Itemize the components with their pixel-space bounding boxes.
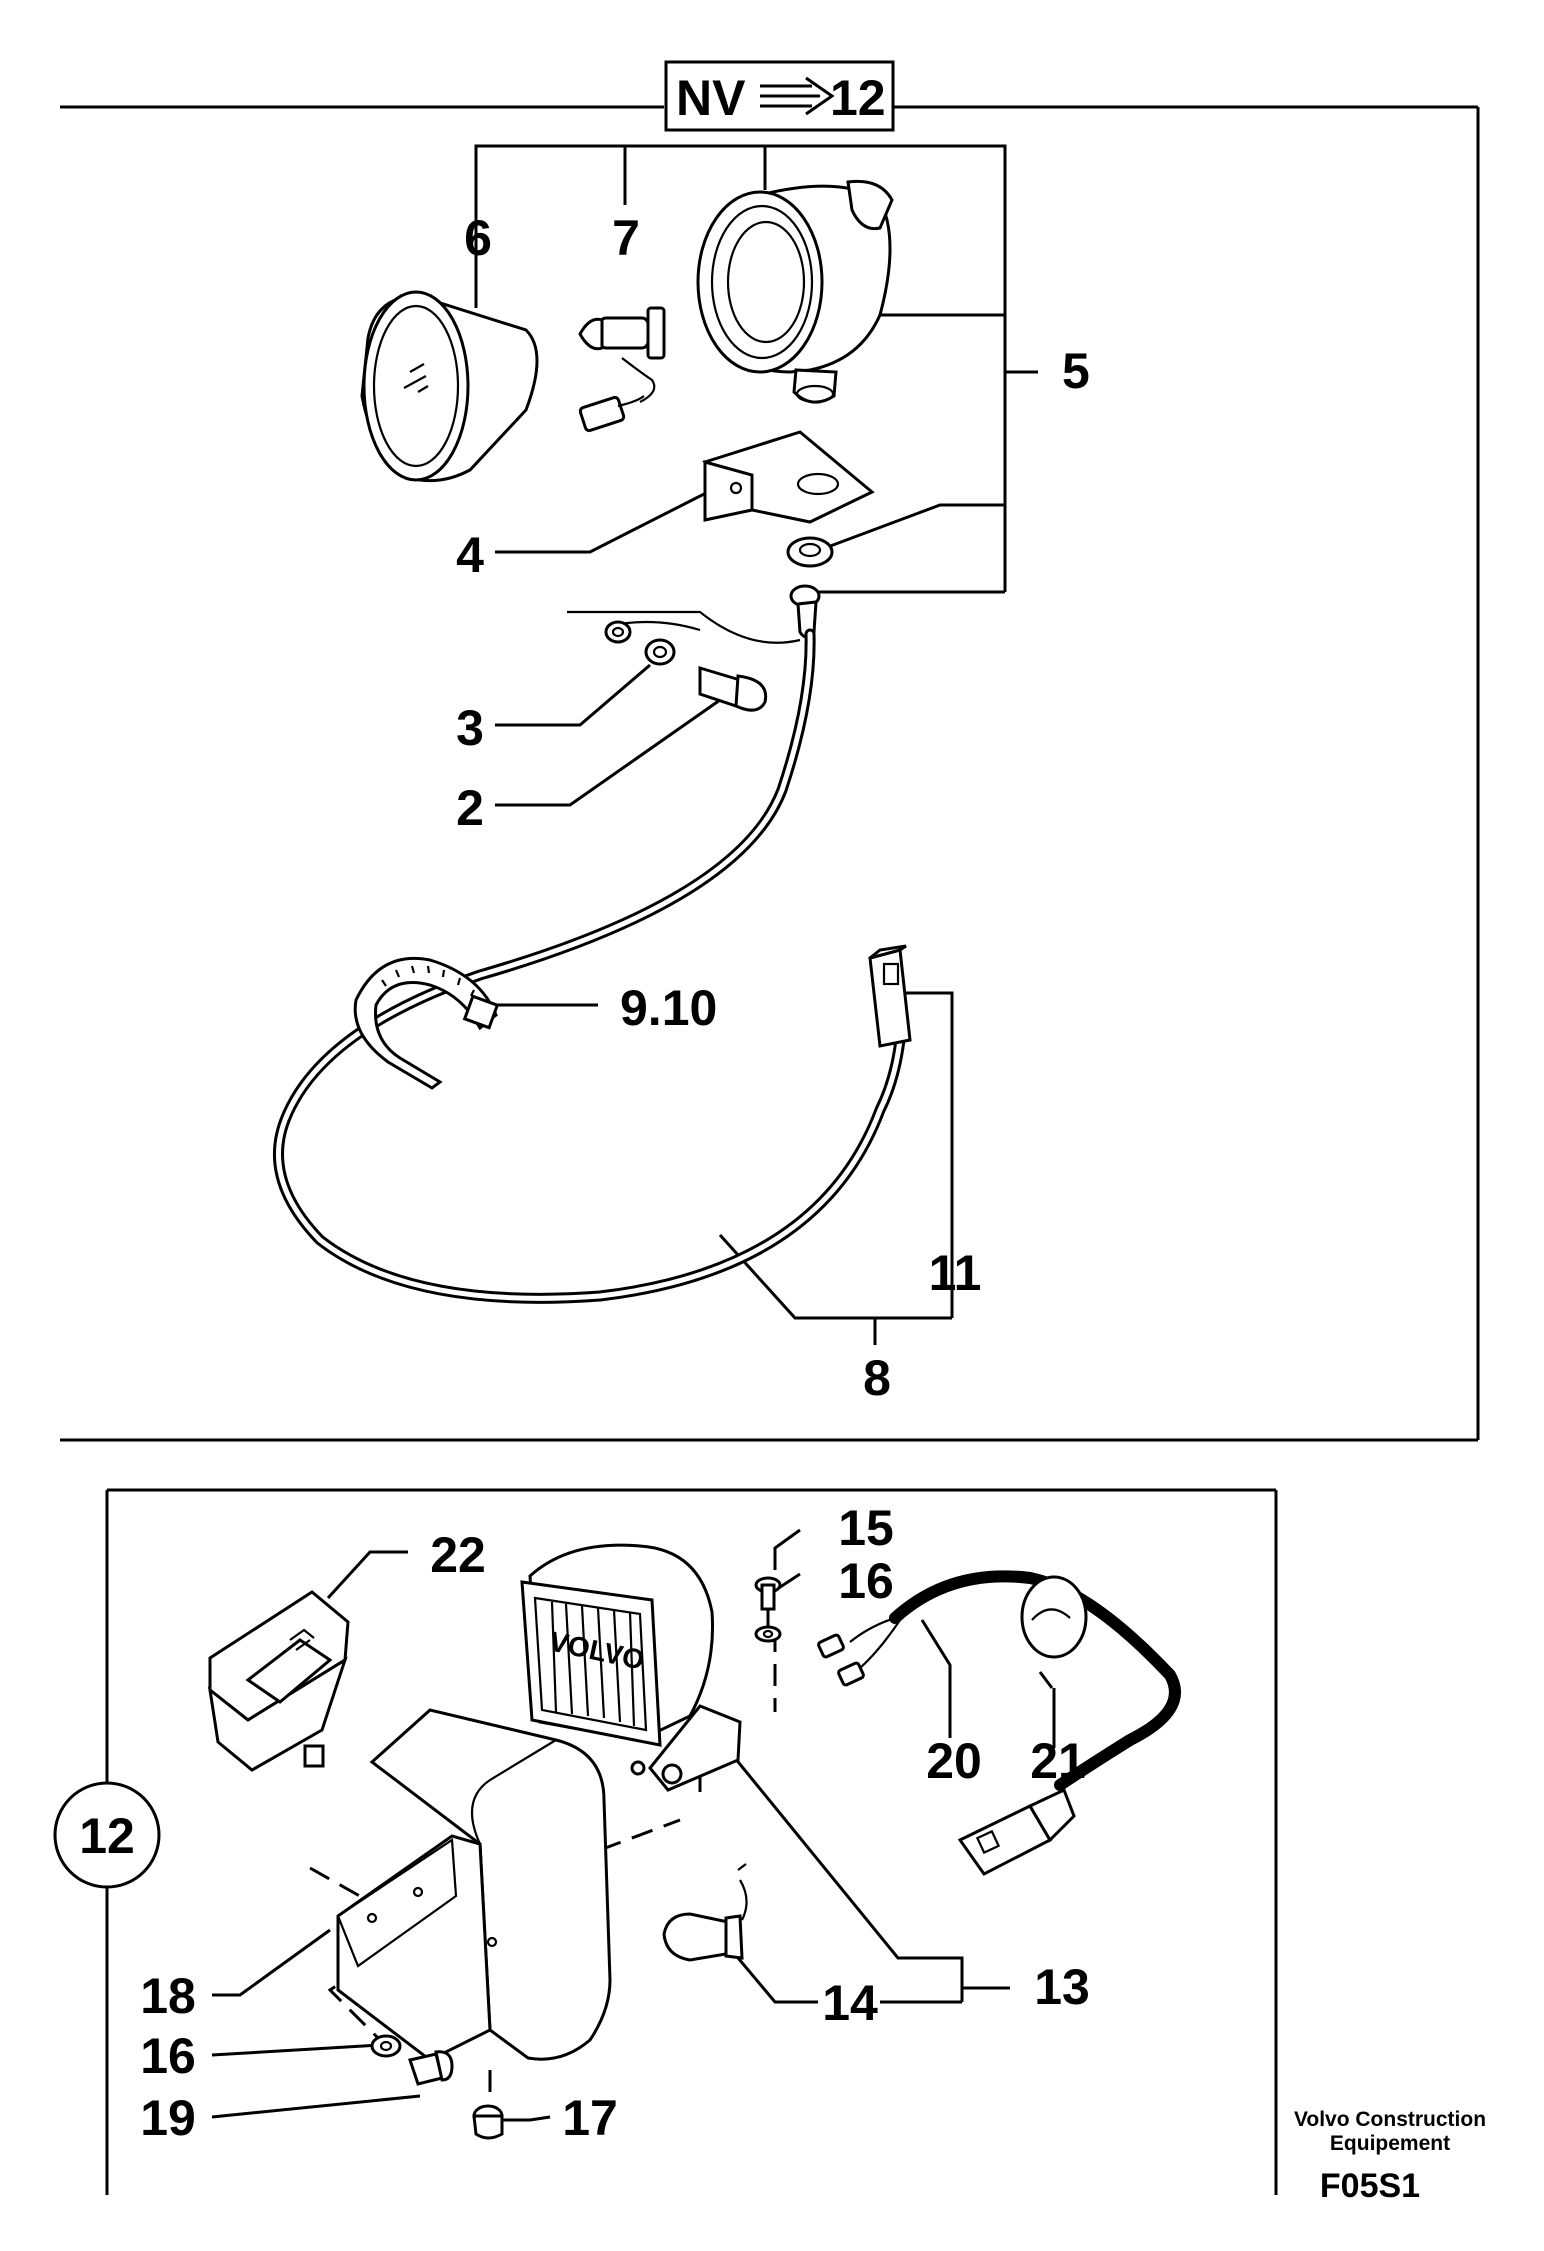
nut-part [786, 536, 834, 568]
drawing-code: F05S1 [1320, 2167, 1420, 2205]
small-bolt-part [754, 1576, 782, 1611]
lens-cone-part [360, 290, 539, 483]
callout-2: 2 [456, 780, 484, 836]
callout-13: 13 [1034, 1959, 1090, 2015]
work-lamp-part: VOLVO [520, 1543, 742, 1792]
wiring-loom-part [817, 1570, 1181, 1876]
panel-number-circle: 12 [53, 1781, 161, 1889]
callout-14: 14 [822, 1975, 878, 2031]
callout-17: 17 [562, 2090, 618, 2146]
callout-9-10: 9.10 [620, 980, 717, 1036]
lamp-housing-part [696, 179, 894, 404]
grommet-part [789, 584, 821, 639]
callout-3: 3 [456, 700, 484, 756]
callout-20: 20 [926, 1733, 982, 1789]
cable-harness-part [273, 628, 906, 1304]
top-leader-lines [470, 144, 1038, 1345]
bulb-part [578, 306, 666, 433]
lock-nut-part [472, 2104, 504, 2140]
top-panel-frame [60, 105, 1480, 1442]
callout-6: 6 [464, 210, 492, 266]
callout-7: 7 [612, 210, 640, 266]
reference-box: NV 12 [664, 60, 895, 132]
ground-wire [567, 610, 801, 644]
callout-8: 8 [863, 1350, 891, 1406]
lamp-bulb-part [662, 1863, 748, 1962]
washer-part [604, 620, 676, 666]
upper-washer-part [754, 1625, 782, 1643]
callout-15: 15 [838, 1500, 894, 1556]
lower-washer-part [370, 2034, 402, 2058]
callout-21: 21 [1030, 1733, 1086, 1789]
bottom-panel-frame [105, 1488, 1278, 2195]
panel-number-label: 12 [79, 1808, 135, 1864]
callout-11: 11 [929, 1245, 982, 1301]
callout-22: 22 [430, 1527, 486, 1583]
rocker-switch-part [207, 1590, 350, 1772]
callout-19: 19 [140, 2090, 196, 2146]
callout-18: 18 [140, 1968, 196, 2024]
company-name-line1: Volvo Construction [1294, 2108, 1486, 2131]
bottom-leader-lines [211, 1528, 1056, 2122]
callout-5: 5 [1062, 343, 1090, 399]
bracket-part [702, 430, 875, 524]
protective-bracket-part [336, 1708, 612, 2062]
lower-bolt-part [408, 2050, 454, 2086]
bolt-part [698, 665, 768, 712]
double-arrow-icon [760, 76, 835, 116]
reference-left-label: NV [676, 70, 746, 126]
reference-right-label: 12 [830, 70, 886, 126]
lens-disc-part [1020, 1575, 1088, 1659]
cable-tie-part [353, 956, 500, 1090]
callout-4: 4 [456, 527, 484, 583]
connector-part [868, 944, 912, 1048]
callout-16-upper: 16 [838, 1553, 894, 1609]
company-name-line2: Equipement [1330, 2132, 1450, 2155]
callout-16-lower: 16 [140, 2028, 196, 2084]
